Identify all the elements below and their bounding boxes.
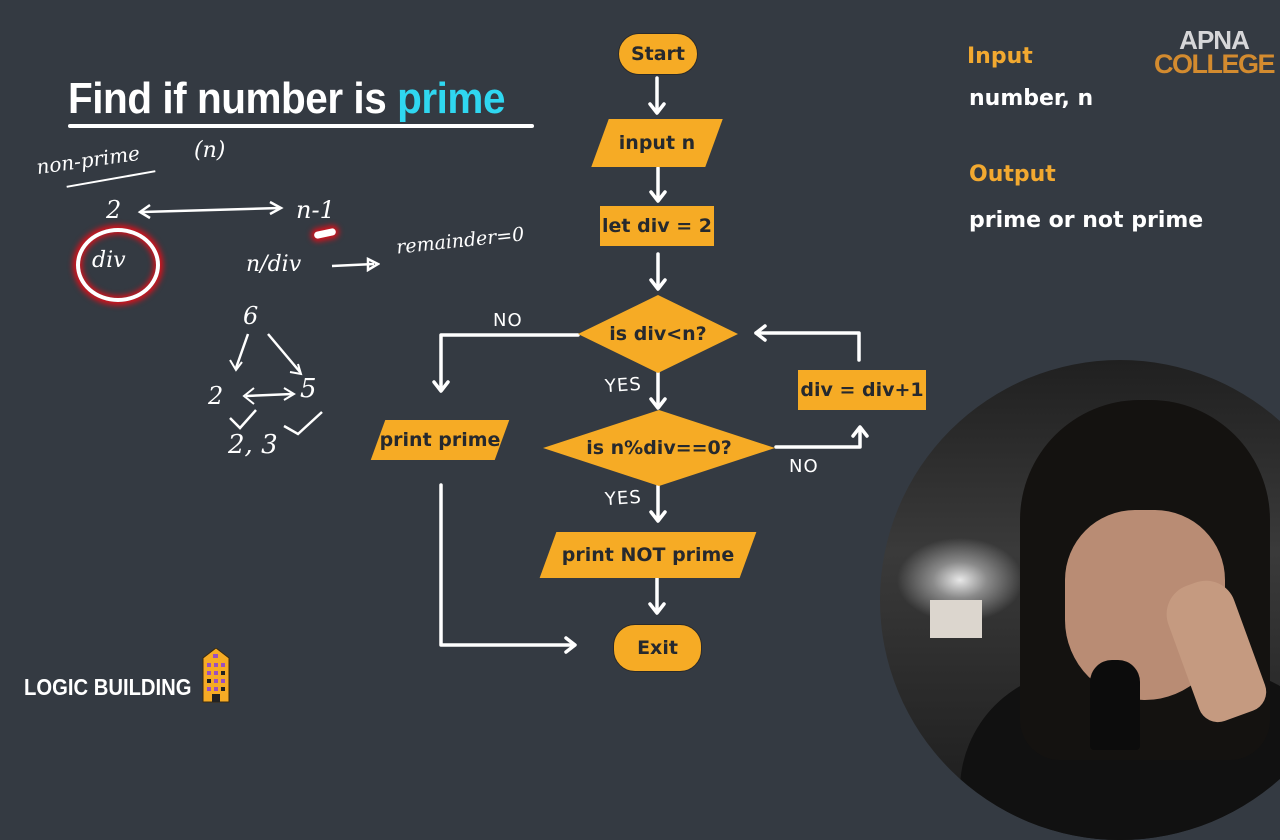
note-range-start: 2 [106,196,122,224]
example-left: 2 [208,382,224,410]
note-div: div [92,248,126,273]
exit-node: Exit [613,624,702,672]
start-node: Start [618,33,698,75]
lamp [930,600,982,638]
example-tree-arrows [229,333,323,436]
print-not-prime-node: print NOT prime [539,532,757,578]
input-node-label: input n [618,132,696,154]
title-underline [68,124,534,128]
output-value: prime or not prime [969,208,1204,233]
increment-node: div = div+1 [798,370,926,410]
note-division: n/div [246,252,302,277]
diamond-shape [578,295,738,373]
red-circle-highlight [76,228,160,302]
input-node: input n [591,119,723,167]
print-not-prime-label: print NOT prime [561,544,735,566]
example-right: 5 [300,374,317,404]
flowchart-connectors [432,76,869,654]
input-heading: Input [967,44,1033,69]
microphone [1090,660,1140,750]
init-node: let div = 2 [600,206,714,246]
building-icon [202,648,230,703]
logo-line2: COLLEGE [1154,49,1276,79]
example-number: 6 [243,302,259,330]
output-heading: Output [969,162,1056,187]
example-factors: 2, 3 [228,430,278,460]
label-no-1: NO [493,310,523,331]
logo-line1: APNA [1179,25,1250,55]
slide-title: Find if number is prime [68,74,505,124]
print-prime-node: print prime [370,420,510,460]
input-value: number, n [969,86,1094,111]
label-yes-2: YES [604,486,643,511]
apna-college-logo: APNA COLLEGE [1154,25,1276,79]
double-arrow-icon [137,200,284,220]
title-highlight: prime [397,74,506,123]
condition2-label: is n%div==0? [586,437,732,459]
print-prime-label: print prime [379,429,501,451]
diamond-shape [543,410,775,486]
condition-mod-zero: is n%div==0? [543,410,775,486]
series-label: LOGIC BUILDING [24,674,192,700]
condition-div-less-n: is div<n? [578,295,738,373]
title-text: Find if number is [68,74,398,123]
arrow-right-icon [331,256,380,272]
note-n: (n) [194,138,226,163]
condition1-label: is div<n? [609,323,707,345]
label-no-2: NO [789,456,819,477]
note-range-end: n-1 [296,196,335,224]
label-yes-1: YES [604,373,643,398]
